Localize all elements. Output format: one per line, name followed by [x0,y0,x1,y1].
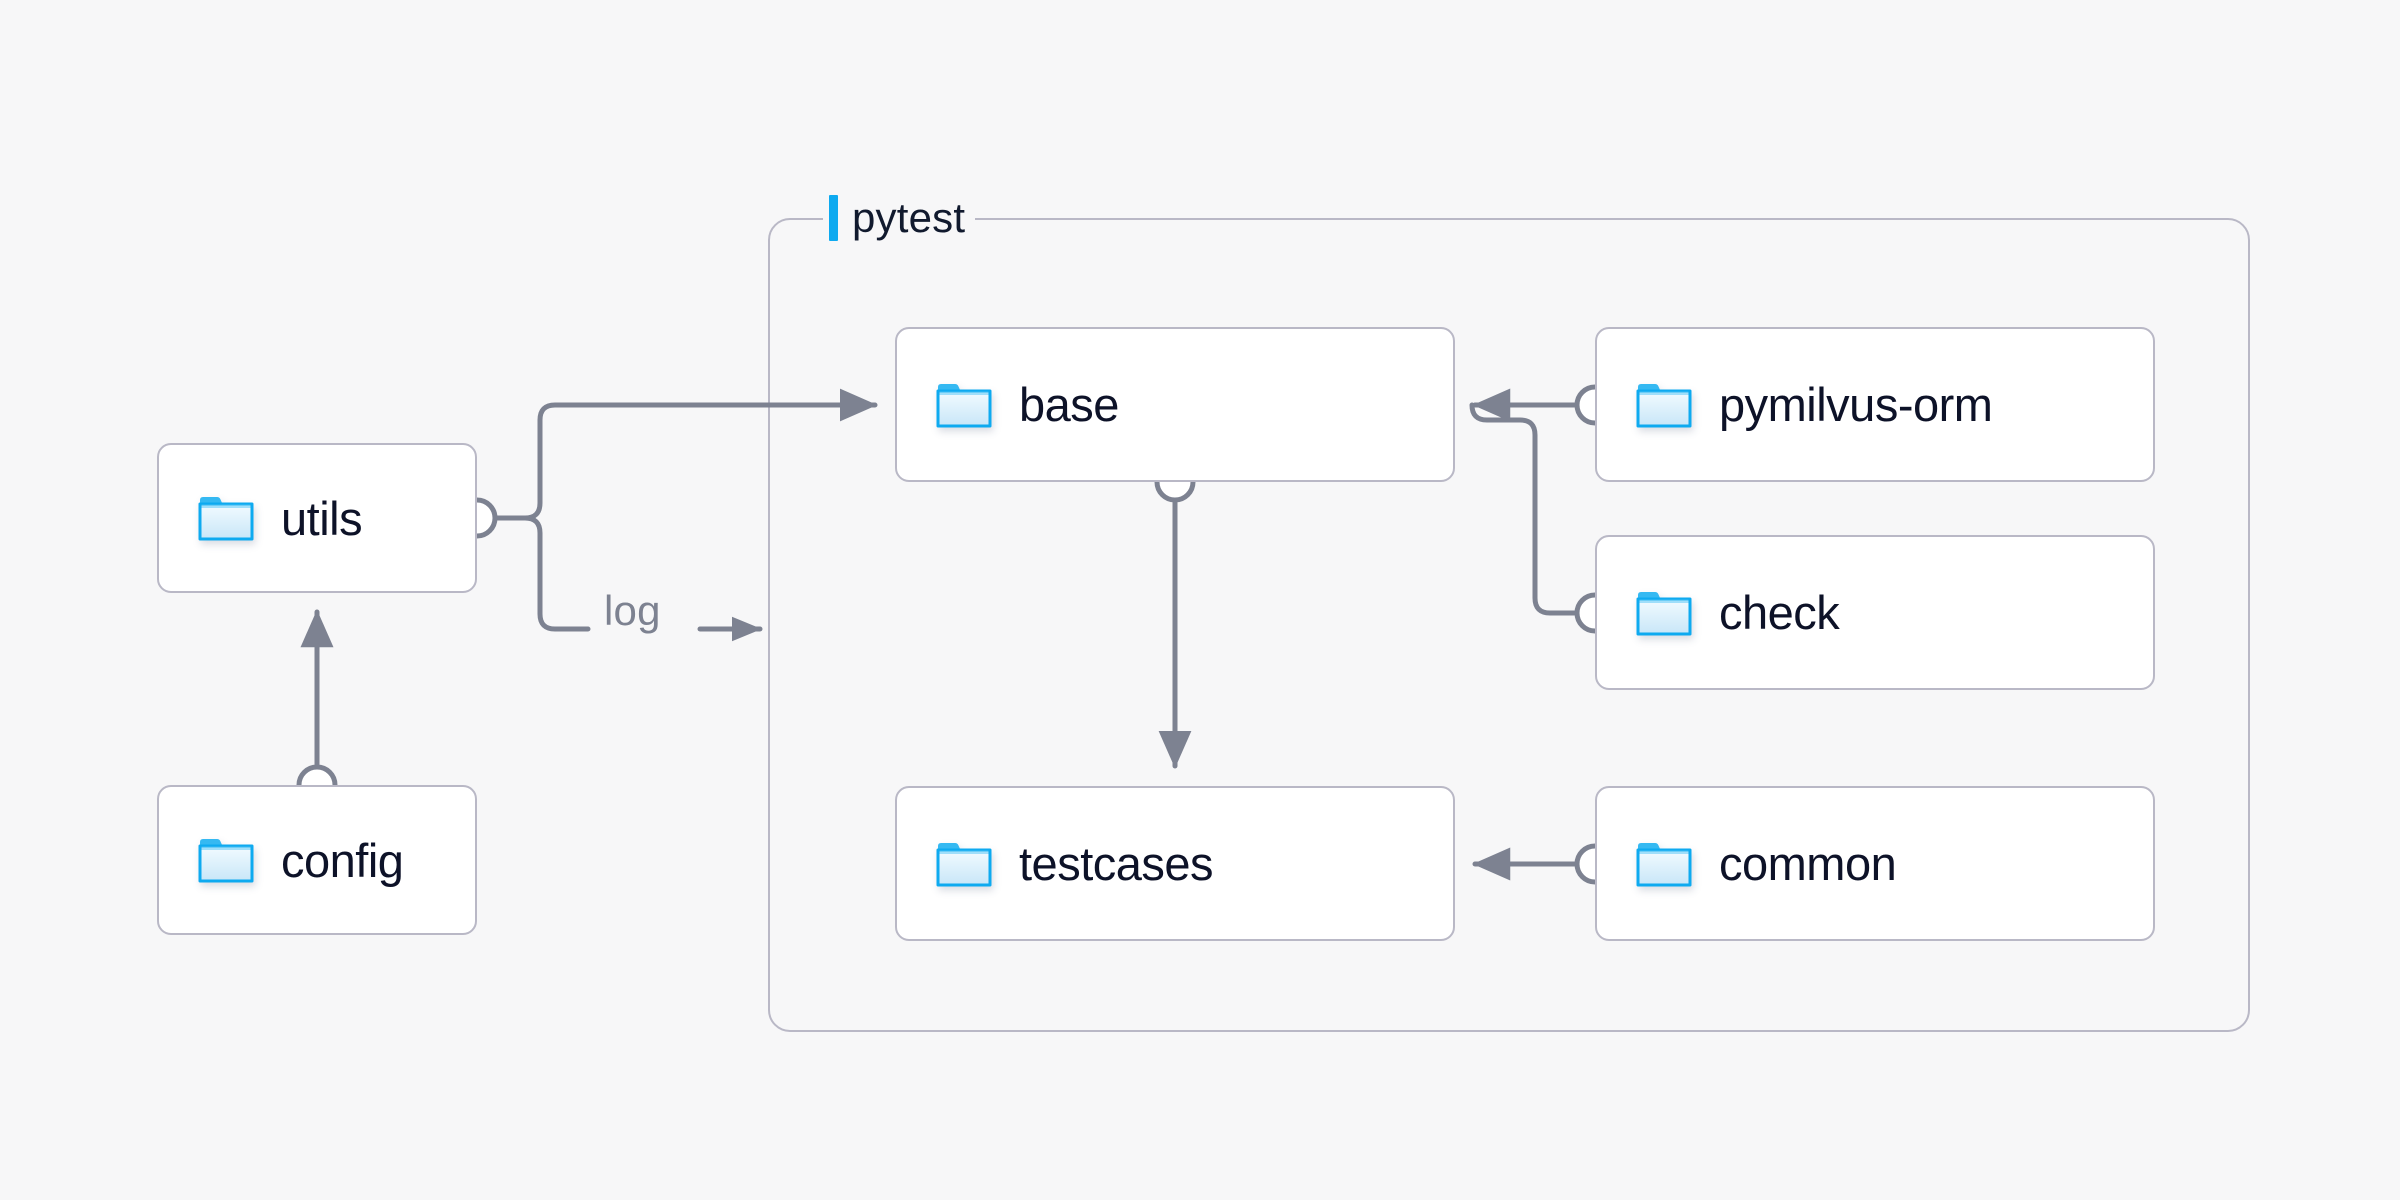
node-check[interactable]: check [1595,535,2155,690]
edge-utils-to-base [494,388,878,521]
node-base[interactable]: base [895,327,1455,482]
edge-label-log: log [604,587,661,634]
folder-icon [935,840,993,888]
node-label-testcases: testcases [1019,837,1214,890]
folder-icon [198,497,254,541]
folder-icon [935,381,993,429]
folder-icon [1635,381,1693,429]
node-config[interactable]: config [157,785,477,935]
node-label-pymilvus-orm: pymilvus-orm [1719,378,1993,431]
folder-icon [1635,840,1693,888]
node-label-common: common [1719,837,1897,890]
folder-icon [198,839,254,883]
edge-check-to-base [1469,402,1578,616]
node-pymilvus-orm[interactable]: pymilvus-orm [1595,327,2155,482]
folder-icon [936,383,992,427]
node-label-config: config [281,833,404,887]
node-label-check: check [1719,586,1840,639]
folder-icon [197,836,255,884]
node-label-utils: utils [281,491,363,545]
node-testcases[interactable]: testcases [895,786,1455,941]
node-utils[interactable]: utils [157,443,477,593]
node-label-base: base [1019,378,1119,431]
node-common[interactable]: common [1595,786,2155,941]
folder-icon [936,842,992,886]
folder-icon [1636,842,1692,886]
pytest-group-label[interactable]: pytest [823,192,976,244]
folder-icon [1636,383,1692,427]
pytest-group-container[interactable] [768,218,2250,1032]
folder-icon [197,494,255,542]
pytest-group-label-text: pytest [852,194,966,241]
folder-icon [1636,591,1692,635]
edge-utils-to-log [494,515,591,632]
accent-bar-icon [829,195,838,241]
folder-icon [1635,589,1693,637]
